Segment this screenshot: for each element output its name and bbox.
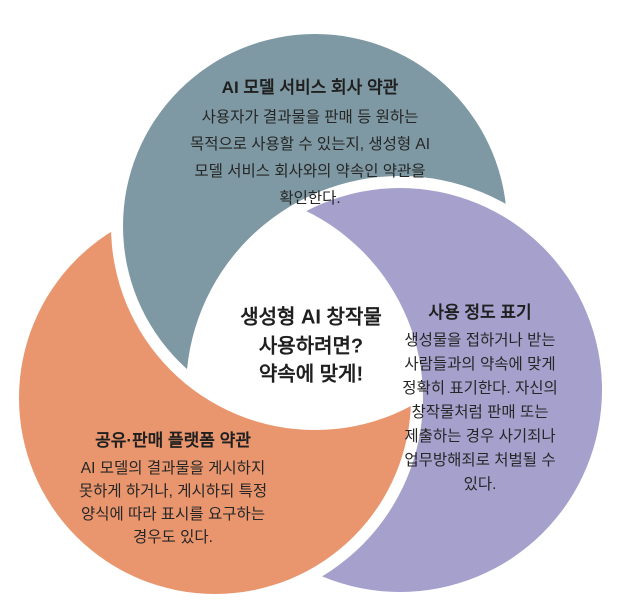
center-headline-line: 사용하려면?	[258, 334, 364, 357]
usage-labeling-line: 사람들과의 약속에 맞게	[404, 356, 556, 373]
usage-labeling-line: 제출하는 경우 사기죄나	[404, 428, 556, 445]
orange-circle-platform-terms	[19, 202, 411, 594]
platform-terms-line: AI 모델의 결과물을 게시하지	[80, 460, 266, 477]
usage-labeling-line: 업무방해죄로 처벌될 수	[404, 452, 556, 469]
center-headline-line: 약속에 맞게!	[258, 363, 364, 386]
usage-labeling-line: 정확히 표기한다. 자신의	[402, 380, 558, 397]
ai-service-terms-line: 목적으로 사용할 수 있는지, 생성형 AI	[189, 136, 431, 153]
ai-service-terms-line: 사용자가 결과물을 판매 등 원하는	[201, 109, 419, 126]
ai-service-terms-title: AI 모델 서비스 회사 약관	[221, 78, 399, 97]
usage-labeling-line: 생성물을 접하거나 받는	[404, 332, 556, 349]
center-headline: 생성형 AI 창작물 사용하려면? 약속에 맞게!	[201, 303, 421, 389]
platform-terms-line: 경우도 있다.	[133, 529, 213, 546]
usage-labeling-title: 사용 정도 표기	[428, 303, 532, 322]
platform-terms-label: 공유·판매 플랫폼 약관 AI 모델의 결과물을 게시하지 못하게 하거나, 게…	[66, 429, 280, 549]
platform-terms-line: 못하게 하거나, 게시하되 특정	[78, 483, 268, 500]
center-headline-line: 생성형 AI 창작물	[240, 306, 382, 329]
ai-service-terms-line: 확인한다.	[279, 190, 341, 207]
usage-labeling-line: 창작물처럼 판매 또는	[411, 404, 549, 421]
usage-labeling-label: 사용 정도 표기 생성물을 접하거나 받는 사람들과의 약속에 맞게 정확히 표…	[364, 301, 596, 497]
usage-labeling-line: 있다.	[463, 476, 497, 493]
platform-terms-line: 양식에 따라 표시를 요구하는	[80, 506, 266, 523]
ai-service-terms-line: 모델 서비스 회사와의 약속인 약관을	[194, 163, 426, 180]
ai-service-terms-label: AI 모델 서비스 회사 약관 사용자가 결과물을 판매 등 원하는 목적으로 …	[160, 76, 460, 212]
platform-terms-title: 공유·판매 플랫폼 약관	[95, 431, 251, 450]
